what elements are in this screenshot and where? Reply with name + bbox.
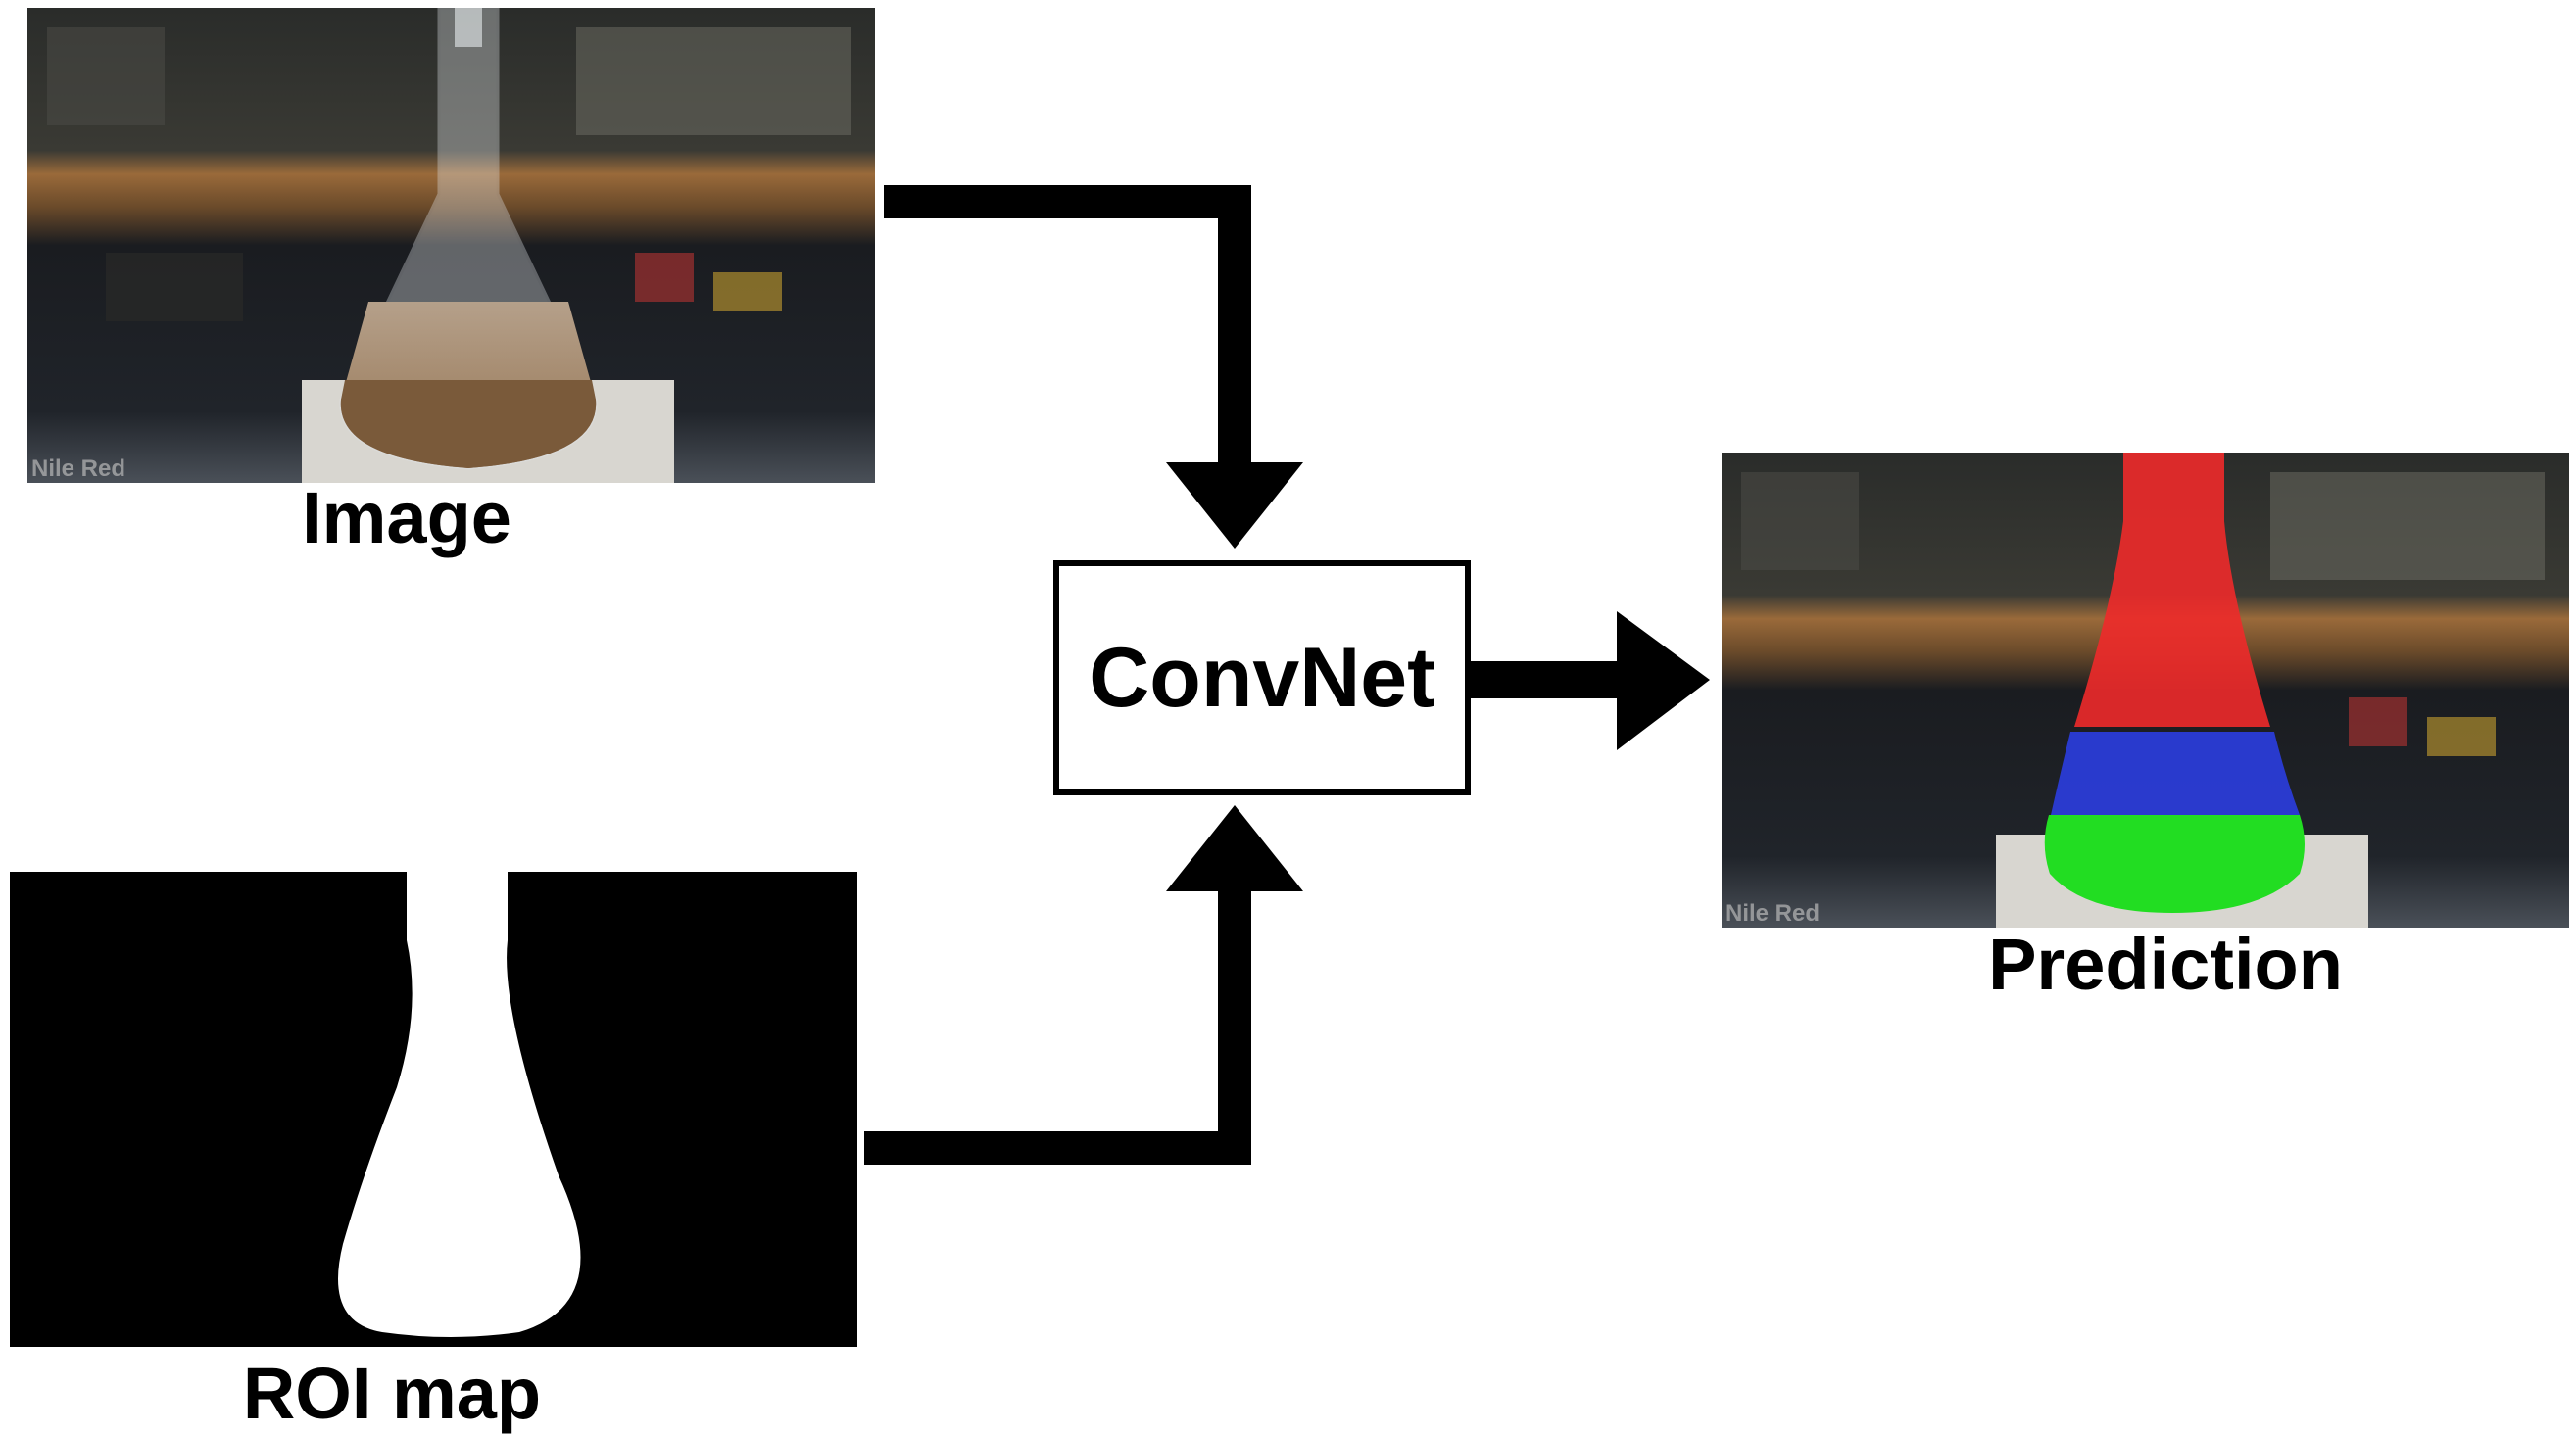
prediction-image: Nile Red bbox=[1722, 453, 2569, 928]
arrowhead-down bbox=[1166, 462, 1303, 549]
arrowhead-right bbox=[1617, 611, 1710, 750]
input-image-panel: Nile Red bbox=[27, 8, 875, 483]
roi-map-panel bbox=[10, 872, 857, 1347]
prediction-panel: Nile Red bbox=[1722, 453, 2569, 928]
watermark-text: Nile Red bbox=[1725, 900, 1820, 927]
input-image: Nile Red bbox=[27, 8, 875, 483]
segment-middle bbox=[2051, 732, 2300, 815]
arrow-roi-to-convnet bbox=[864, 885, 1251, 1165]
watermark-text: Nile Red bbox=[31, 455, 125, 482]
segment-bottom bbox=[2044, 815, 2305, 913]
roi-map-image bbox=[10, 872, 857, 1347]
segment-top bbox=[2074, 453, 2270, 727]
convnet-box: ConvNet bbox=[1053, 560, 1471, 795]
roi-map-label: ROI map bbox=[242, 1353, 542, 1434]
arrow-image-to-convnet bbox=[884, 185, 1251, 468]
convnet-label: ConvNet bbox=[1089, 630, 1435, 725]
flask-mask bbox=[338, 872, 581, 1337]
arrowhead-up bbox=[1166, 805, 1303, 891]
prediction-label: Prediction bbox=[1988, 924, 2343, 1005]
image-label: Image bbox=[302, 477, 511, 558]
